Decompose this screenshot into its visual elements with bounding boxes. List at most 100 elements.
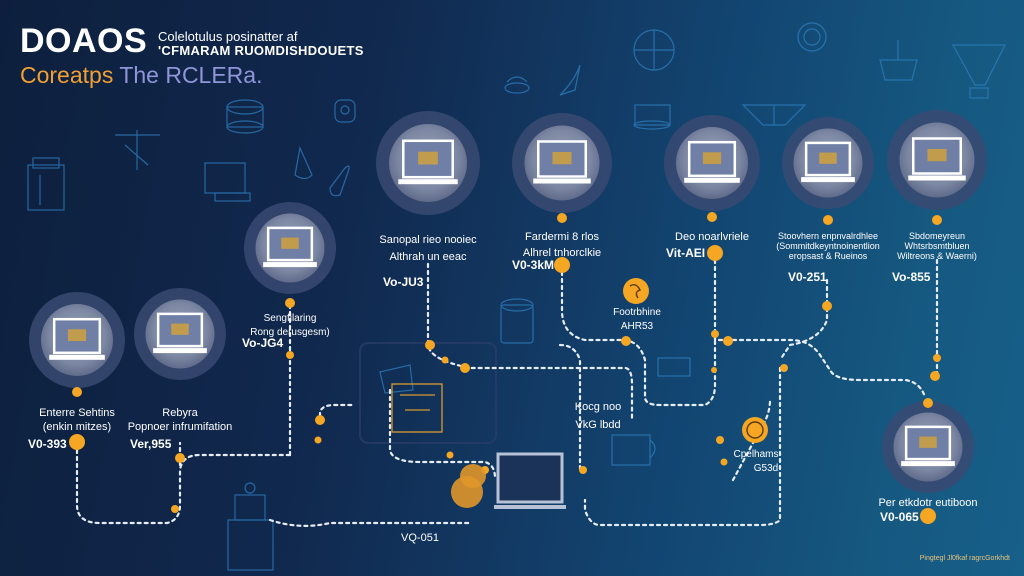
node-connector-dot [932,215,942,225]
tagline: Coreatps The RCLERa. [20,62,262,89]
node-version-1: V0-393 [28,437,67,451]
subtitle-line-2: 'CFMARAM RUOMDISHDOUETS [158,43,364,58]
monitor-base [908,175,966,181]
node-9 [882,398,974,524]
node-label-line: Sanopal rieo nooiec [379,234,477,246]
path-dot [723,336,733,346]
monitor-base [901,461,955,467]
node-5 [512,113,612,273]
floating-label-2: VQ-051 [401,531,439,545]
path-dot [315,415,325,425]
basket-icon [879,40,918,81]
node-label-line: Sengfilaring [263,313,317,324]
badge-label-line: Cpelhams [733,449,779,460]
badge-label-line: G53d [753,463,779,474]
node-label-4: Sanopal rieo nooiec Althrah un eeac [379,233,476,264]
path-dot [711,330,719,338]
path-dot [933,354,941,362]
monitor-base [153,348,207,354]
connector-path [558,343,582,472]
path-dot [621,336,631,346]
circuit-box-icon [391,383,443,433]
node-label-line: Enterre Sehtins [39,407,115,419]
node-label-line: Per etkdotr eutiboon [878,497,978,509]
bucket-icon [500,298,534,344]
footer-credit: Pingtegl Jl0fkaf ragrcGorkhdt [919,555,1010,562]
node-label-line: Sbdomeyreun [908,231,966,241]
node-label-line: eropsast & Rueinos [788,251,868,261]
path-dot [579,466,587,474]
node-version-2: Ver,955 [130,437,172,451]
node-connector-dot [72,387,82,397]
background-frame [359,342,497,444]
badge-label-line: Footrbhine [613,307,661,318]
node-label-2: Rebyra Popnoer infrumifation [128,406,233,434]
path-dot [446,451,454,459]
path-dot [171,505,179,513]
floating-label-1: Kocg noo VkG lbdd [575,400,621,432]
node-6 [664,115,760,261]
path-dot [930,371,940,381]
node-label-line: Deo noarlvriele [675,231,749,243]
node-1 [29,292,125,450]
floating-label-line: Kocg noo [574,401,622,413]
version-dot [69,434,85,450]
node-4 [376,111,480,215]
node-label-line: (Sommitdkeyntnoinentlion [776,241,880,251]
crane-icon [115,130,160,170]
node-2 [134,288,226,380]
emblem-icon [797,22,827,52]
path-markers [171,301,941,513]
cake-icon [633,104,671,130]
building-icon [27,157,65,211]
node-label-line: Rebyra [162,407,198,419]
node-connector-dot [557,213,567,223]
node-label-line: Althrah un eeac [389,251,467,263]
card-icon [657,357,691,377]
path-dot [441,356,449,364]
node-label-9: Per etkdotr eutiboon [878,496,977,510]
tagline-part-1: Coreatps [20,62,114,88]
node-version-5: V0-3kM [512,258,555,272]
node-connector-dot [707,212,717,222]
connector-path [560,263,717,407]
screen-graphic [927,149,947,162]
diamond-icon [741,104,807,126]
screen-graphic [819,152,837,164]
compass-icon [633,29,675,71]
path-dot [780,364,788,372]
path-dot [720,458,728,466]
bowl-icon [504,76,530,94]
screen-graphic [281,237,299,249]
gear-icon [746,421,764,439]
node-label-line: Fardermi 8 rlos [525,231,599,243]
screen-graphic [919,436,937,448]
node-label-line: Whtsrbsmtbluen [904,241,970,251]
screen-graphic [552,152,572,165]
bulb-icon [329,165,350,197]
drum-icon [226,99,264,134]
connector-path [75,441,292,525]
node-version-4: Vo-JU3 [383,275,424,289]
screen-graphic [67,329,87,342]
version-dot [920,508,936,524]
infographic-subtitle: Colelotulus posinatter af 'CFMARAM RUOMD… [158,30,364,58]
path-dot [175,453,185,463]
node-version-8: Vo-855 [892,270,931,284]
node-version-9: V0-065 [880,510,919,524]
screen-graphic [418,151,438,165]
node-label-6: Deo noarlvriele [675,230,749,244]
path-dot [314,436,322,444]
connector-path [268,518,472,527]
screen-graphic [171,323,189,335]
node-label-7: Stoovhern enpnvalrdhlee (Sommitdkeyntnoi… [776,231,880,261]
node-label-8: Sbdomeyreun Whtsrbsmtbluen Wiltreons & W… [897,231,977,261]
node-3 [244,202,336,308]
path-dot [716,436,724,444]
monitor-base [263,262,317,268]
connector-path [388,388,497,480]
cone-icon [294,145,313,180]
monitor-base [684,177,740,183]
node-label-line: Wiltreons & Waerni) [897,251,977,261]
monitor-icon [204,162,251,202]
